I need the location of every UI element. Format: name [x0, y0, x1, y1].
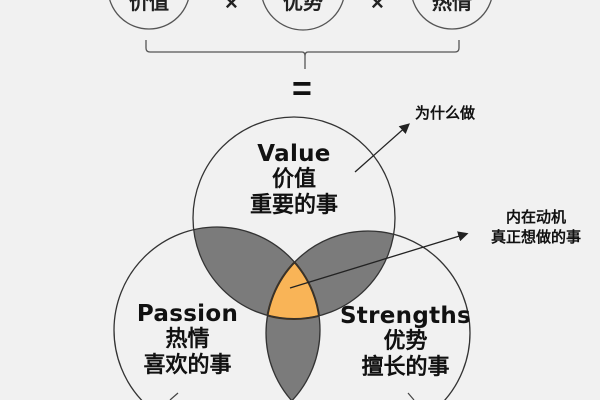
- passion-en: Passion: [136, 301, 239, 327]
- annotation-motivation: 内在动机 真正想做的事: [476, 208, 596, 247]
- equals-sign: =: [292, 70, 312, 108]
- top-circle-value: [109, 0, 189, 30]
- label-strengths: Strengths 优势 擅长的事: [338, 303, 473, 380]
- arrow-motivation: [289, 231, 469, 289]
- annotation-why: 为什么做: [415, 104, 476, 122]
- arrow-why: [354, 123, 410, 173]
- brace: [145, 40, 460, 69]
- strengths-zh: 优势: [383, 329, 428, 355]
- circle-strengths: [265, 230, 471, 400]
- circle-value: [192, 116, 396, 320]
- top-label-value: 价值: [129, 0, 169, 14]
- passion-desc: 喜欢的事: [143, 352, 232, 378]
- label-passion: Passion 热情 喜欢的事: [130, 301, 245, 378]
- top-label-strengths: 优势: [283, 0, 323, 14]
- motivation-line1: 内在动机: [505, 208, 566, 226]
- times-sign-2: ×: [371, 0, 384, 15]
- arrow-left-bottom: [169, 392, 179, 400]
- top-circle-strengths: [262, 0, 344, 31]
- top-label-passion: 热情: [432, 0, 472, 14]
- arrow-right-bottom: [407, 392, 415, 400]
- passion-zh: 热情: [165, 327, 210, 353]
- value-zh: 价值: [271, 167, 316, 193]
- value-desc: 重要的事: [249, 192, 338, 218]
- strengths-desc: 擅长的事: [361, 354, 450, 380]
- value-en: Value: [257, 141, 331, 167]
- top-circle-passion: [412, 0, 492, 30]
- strengths-en: Strengths: [339, 303, 472, 329]
- motivation-line2: 真正想做的事: [490, 227, 581, 246]
- top-row-circles: [109, 0, 492, 31]
- circle-passion: [113, 226, 321, 400]
- times-sign-1: ×: [225, 0, 238, 15]
- label-value: Value 价值 重要的事: [224, 141, 364, 218]
